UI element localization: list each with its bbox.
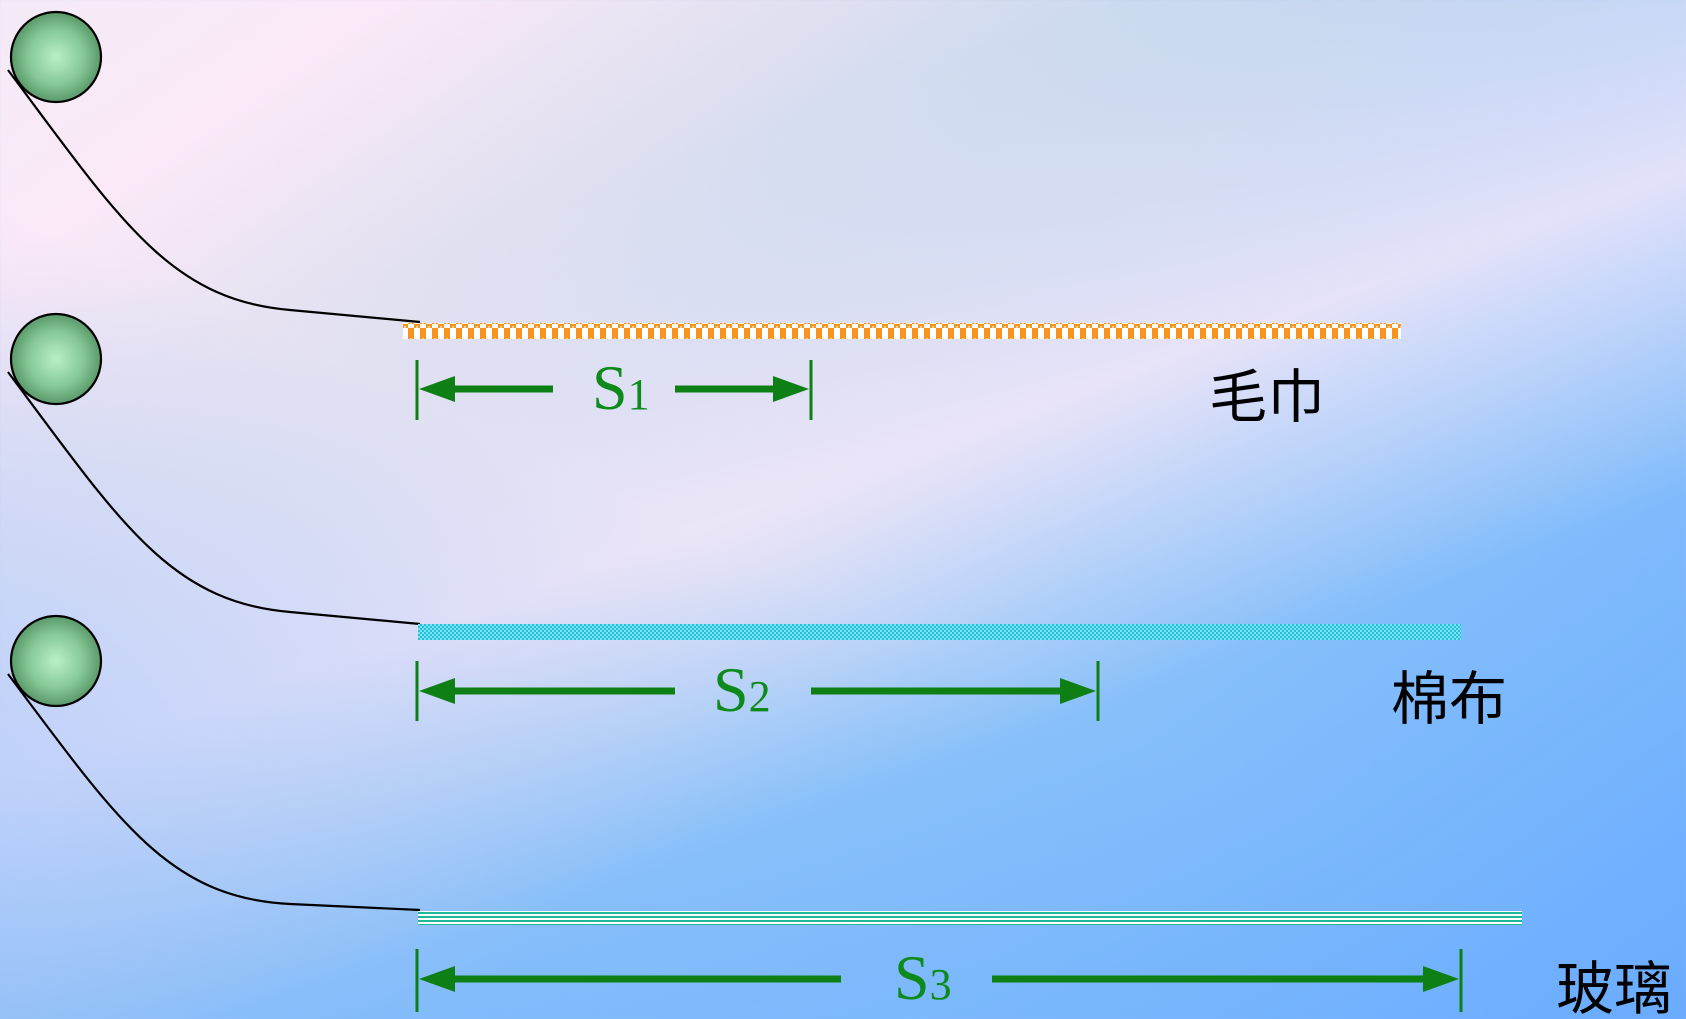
ramp-curve-1 [7, 69, 421, 324]
surface-label-glass: 玻璃 [1556, 955, 1673, 1019]
distance-label-s2: S2 [713, 658, 771, 722]
glass-surface [418, 911, 1522, 925]
cotton-surface [418, 624, 1461, 640]
distance-index: 2 [748, 672, 771, 721]
distance-letter: S [713, 654, 749, 725]
ball-1 [9, 10, 103, 104]
ball-2 [9, 312, 103, 406]
distance-index: 1 [627, 370, 650, 419]
ramp-curve-2 [7, 371, 421, 626]
ball-3 [9, 614, 103, 708]
surface-label-cotton: 棉布 [1391, 665, 1508, 733]
distance-index: 3 [929, 960, 952, 1009]
distance-letter: S [894, 942, 930, 1013]
surface-label-towel: 毛巾 [1209, 363, 1326, 431]
distance-arrow-s3 [415, 949, 1463, 1012]
distance-arrow-s2 [415, 661, 1100, 721]
towel-surface [403, 323, 1401, 339]
ramp-curve-3 [7, 673, 421, 912]
distance-letter: S [592, 352, 628, 423]
distance-arrow-s1 [415, 360, 813, 420]
distance-label-s3: S3 [894, 946, 952, 1010]
distance-label-s1: S1 [592, 356, 650, 420]
